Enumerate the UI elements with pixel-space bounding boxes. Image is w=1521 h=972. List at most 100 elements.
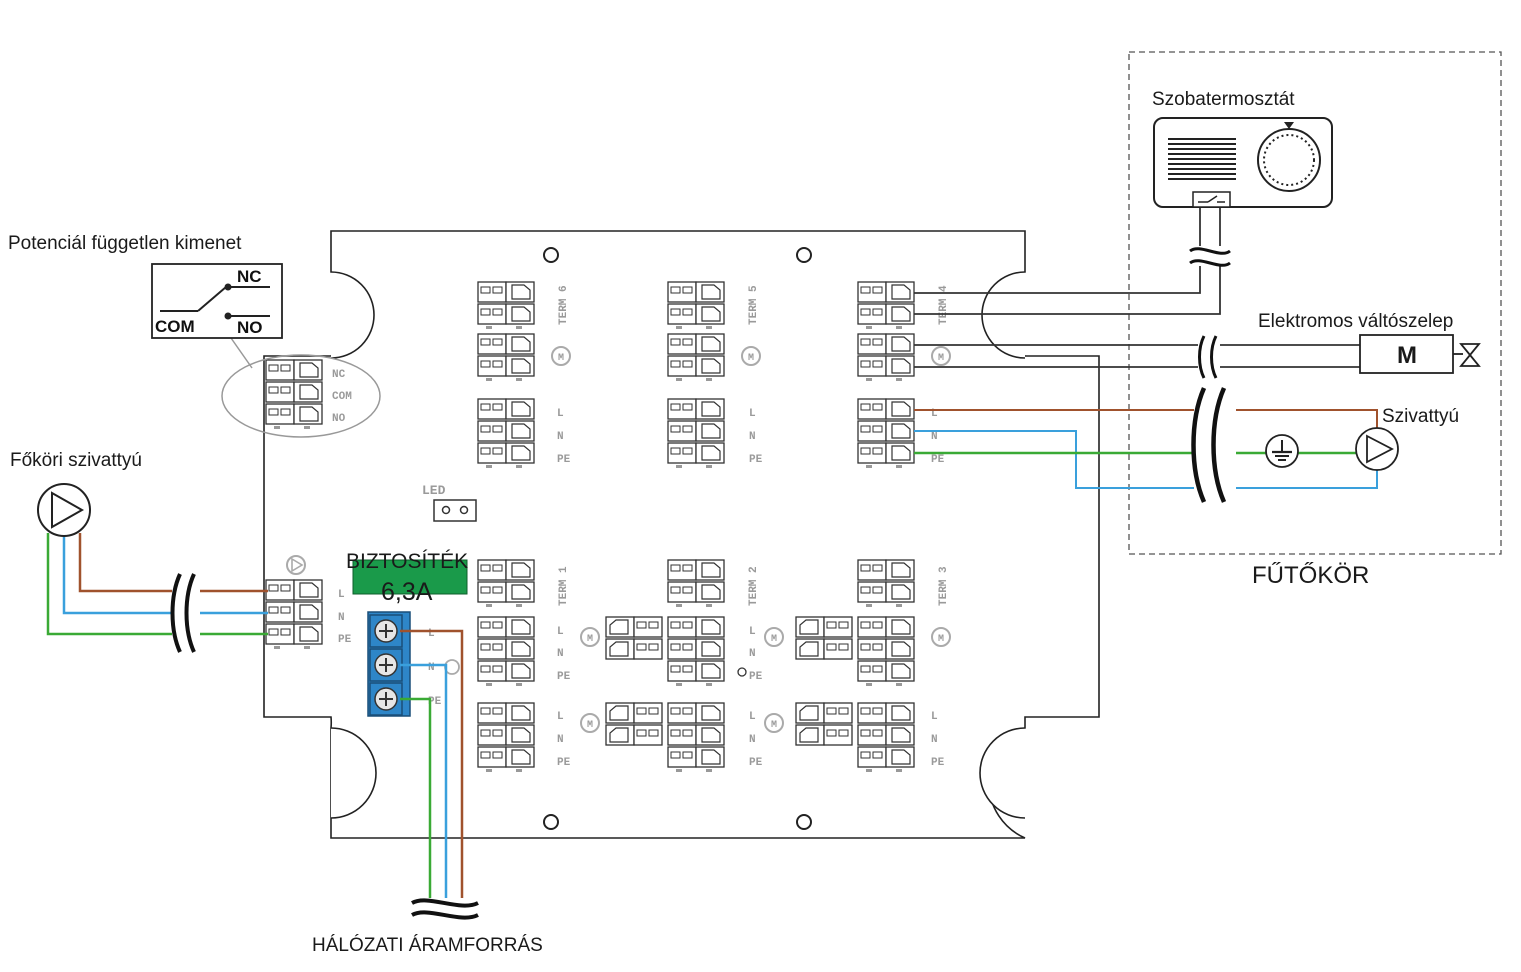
label-n: N	[931, 431, 938, 443]
mounting-hole	[796, 814, 812, 830]
term6-block	[478, 282, 534, 329]
thermostat-cable-break-icon	[1188, 246, 1232, 267]
term2-lnpe-block	[668, 617, 724, 686]
room-thermostat-label: Szobatermosztát	[1152, 89, 1295, 110]
label-pe: PE	[557, 757, 571, 769]
pump-label: Szivattyú	[1382, 406, 1459, 427]
label-pe: PE	[749, 671, 763, 683]
label-pe: PE	[557, 454, 571, 466]
pump-icon	[1355, 427, 1399, 471]
label-n: N	[749, 734, 756, 746]
main-pump-icon	[37, 483, 91, 537]
label-pe: PE	[931, 757, 945, 769]
label-n: N	[557, 431, 564, 443]
label-l: L	[931, 711, 938, 723]
thermostat-wires	[914, 206, 1221, 315]
pump-cable-break-icon	[1191, 387, 1236, 503]
relay-switch-icon	[151, 263, 283, 339]
term1-label: TERM 1	[558, 566, 570, 606]
label-l: L	[338, 589, 345, 601]
valve-cable-break-icon	[1198, 335, 1220, 379]
label-l: L	[557, 711, 564, 723]
main-pump-live-wire	[78, 533, 268, 593]
valve-icon	[1459, 343, 1481, 367]
term1-block	[478, 560, 534, 607]
term4-lnpe-block	[858, 399, 914, 468]
cable-break-icon	[170, 573, 200, 653]
label-l: L	[557, 626, 564, 638]
mounting-hole	[543, 247, 559, 263]
term6-lnpe-block	[478, 399, 534, 468]
term4-label: TERM 4	[938, 285, 950, 325]
potential-free-output-label: Potenciál független kimenet	[8, 233, 242, 254]
label-n: N	[749, 648, 756, 660]
fuse-label: BIZTOSÍTÉK	[346, 550, 468, 573]
mounting-hole	[796, 247, 812, 263]
label-l: L	[428, 628, 435, 640]
main-pump-wires	[46, 533, 268, 636]
fuse-value-label: 6,3A	[381, 578, 433, 606]
term3-lnpe-block-2	[858, 703, 914, 772]
heating-circuit-box	[1128, 51, 1502, 555]
term5-label: TERM 5	[748, 285, 760, 325]
term2-lnpe-block-2	[668, 703, 724, 772]
label-n: N	[749, 431, 756, 443]
term3-block	[858, 560, 914, 607]
pump-live-wire	[914, 409, 1378, 430]
term3-label: TERM 3	[938, 566, 950, 606]
label-com: COM	[332, 391, 352, 403]
electric-valve-label: Elektromos váltószelep	[1258, 311, 1453, 332]
label-nc: NC	[332, 369, 346, 381]
mains-power-label: HÁLÓZATI ÁRAMFORRÁS	[312, 934, 543, 956]
valve-motor-box	[1359, 334, 1454, 374]
motor-label: M	[1397, 342, 1417, 369]
mains-cable-break-icon	[411, 898, 479, 920]
label-n: N	[557, 734, 564, 746]
term1-lnpe-block-2	[478, 703, 534, 772]
term4-block	[858, 282, 914, 329]
term2-block	[668, 560, 724, 607]
relay-highlight-ellipse	[221, 354, 381, 438]
term3-lnpe-block	[858, 617, 914, 686]
relay-nc-label: NC	[237, 267, 262, 286]
label-pe: PE	[557, 671, 571, 683]
led-connector	[433, 499, 477, 522]
term2-label: TERM 2	[748, 566, 760, 606]
label-pe: PE	[931, 454, 945, 466]
label-n: N	[931, 734, 938, 746]
term5-block	[668, 282, 724, 329]
label-l: L	[749, 408, 756, 420]
relay-terminal-block	[266, 360, 322, 429]
term5-lnpe-block	[668, 399, 724, 468]
main-pump-neutral-wire	[62, 536, 268, 615]
label-no: NO	[332, 413, 346, 425]
pump-neutral-wire	[914, 430, 1378, 489]
mounting-hole	[543, 814, 559, 830]
fuse	[352, 559, 468, 595]
earth-ground-icon	[1265, 434, 1299, 468]
label-n: N	[428, 662, 435, 674]
label-pe: PE	[749, 454, 763, 466]
valve-wires	[914, 344, 1360, 368]
relay-com-label: COM	[155, 317, 195, 336]
main-pump-label: Főköri szivattyú	[10, 450, 142, 471]
thermostat-icon	[1153, 117, 1333, 208]
term1-lnpe-block	[478, 617, 534, 686]
label-l: L	[749, 711, 756, 723]
heating-circuit-label: FŰTŐKÖR	[1252, 562, 1369, 589]
term6-motor-block	[478, 334, 534, 381]
mains-earth-wire	[400, 697, 432, 900]
label-n: N	[338, 612, 345, 624]
term6-label: TERM 6	[558, 285, 570, 325]
mains-neutral-wire	[400, 663, 448, 900]
label-l: L	[557, 408, 564, 420]
relay-no-label: NO	[237, 318, 263, 337]
main-pump-terminal-block	[266, 580, 322, 649]
label-pe: PE	[428, 696, 442, 708]
term4-motor-block	[858, 334, 914, 381]
mains-wires	[400, 629, 464, 900]
label-pe: PE	[749, 757, 763, 769]
label-n: N	[557, 648, 564, 660]
mains-live-wire	[400, 629, 464, 900]
